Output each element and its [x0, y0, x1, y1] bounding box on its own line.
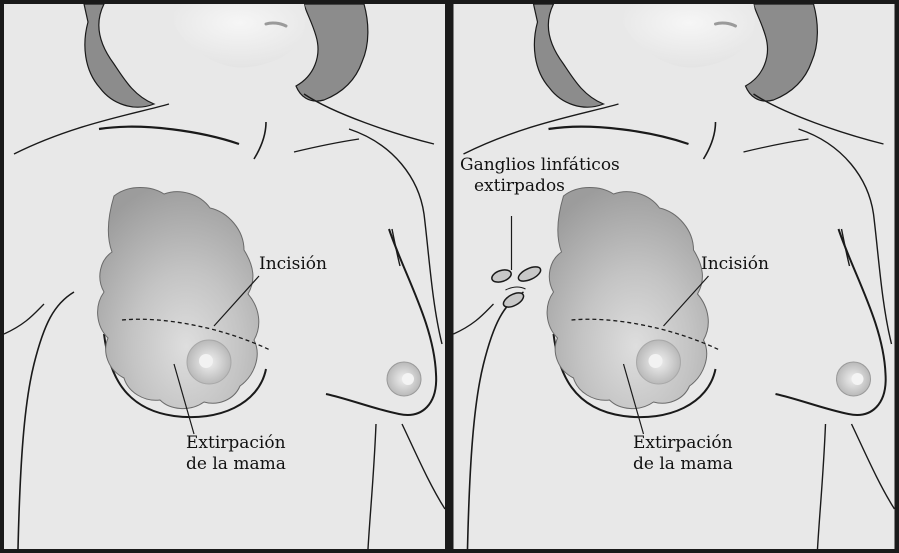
removal-label-right-line1: Extirpación	[633, 433, 733, 454]
lymph-nodes-label: Ganglios linfáticos extirpados	[460, 155, 620, 197]
incision-label-right: Incisión	[701, 254, 769, 275]
lymph-nodes-label-line2: extirpados	[460, 176, 620, 197]
removal-label-left-line1: Extirpación	[186, 433, 286, 454]
removal-label-left: Extirpación de la mama	[186, 433, 286, 475]
removal-label-right: Extirpación de la mama	[633, 433, 733, 475]
lymph-nodes-label-line1: Ganglios linfáticos	[460, 155, 620, 176]
removal-label-left-line2: de la mama	[186, 454, 286, 475]
incision-label-left: Incisión	[259, 254, 327, 275]
removal-label-right-line2: de la mama	[633, 454, 733, 475]
